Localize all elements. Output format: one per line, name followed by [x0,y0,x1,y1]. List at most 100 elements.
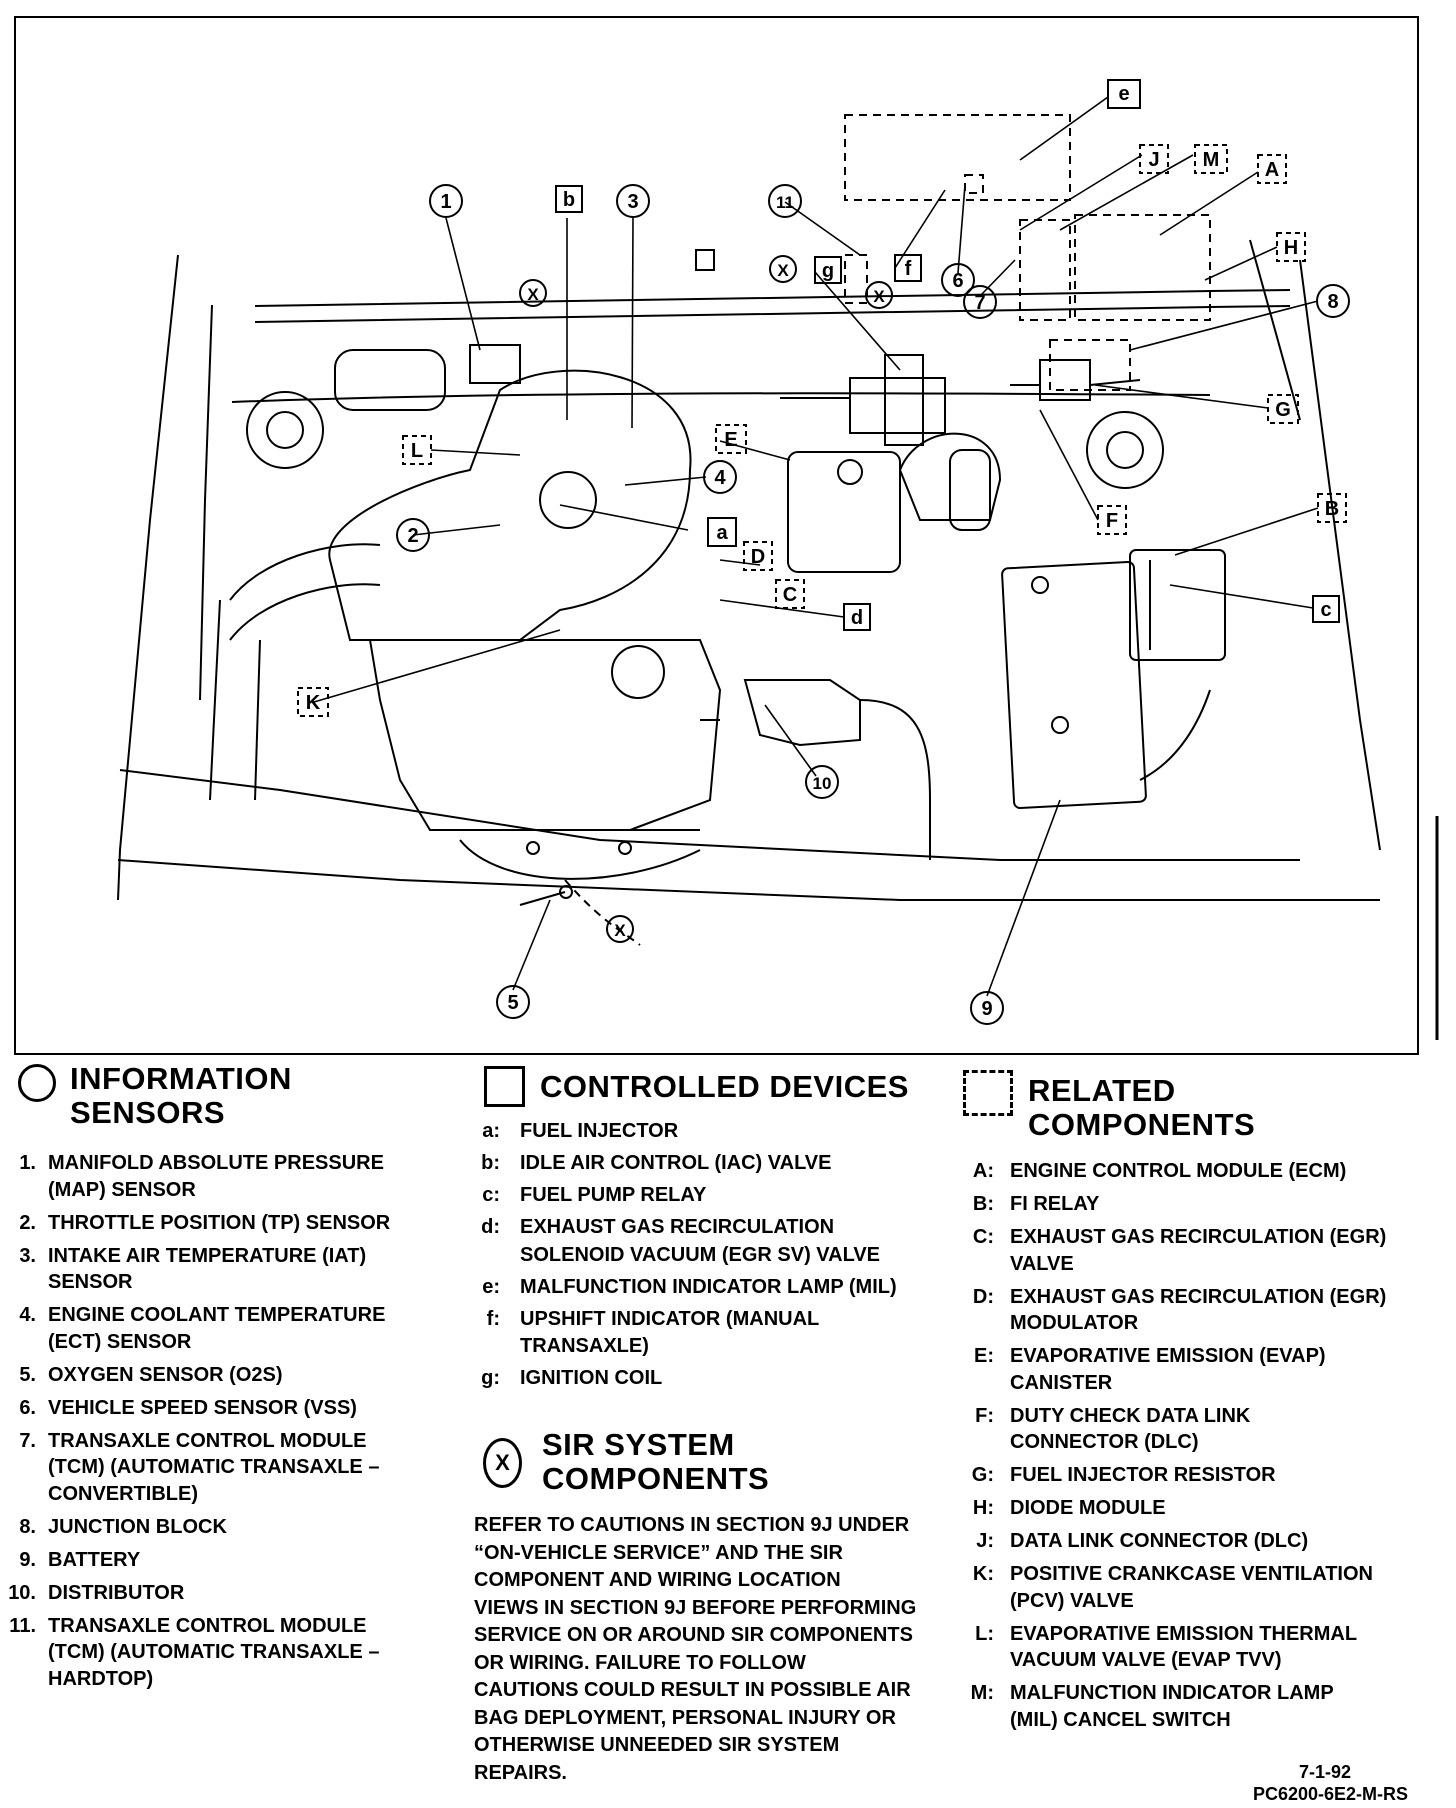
device-item-key: d: [481,1216,500,1238]
related-item-key: H: [972,1497,994,1519]
sensor-item-text: BATTERY [48,1548,141,1571]
related-item: E: EVAPORATIVE EMISSION (EVAP) CANISTER [964,1343,1404,1396]
sensor-item-key: 7. [19,1429,36,1452]
sensor-item-text: TRANSAXLE CONTROL MODULE (TCM) (AUTOMATI… [48,1429,380,1505]
callout-8: 8 [1327,291,1338,313]
related-item-key: B: [972,1193,994,1215]
sensor-item-key: 8. [19,1515,36,1538]
devices-title: CONTROLLED DEVICES [540,1069,909,1104]
callout-C: C [783,584,797,606]
callout-e: e [1118,83,1129,105]
related-item-key: F: [975,1404,994,1427]
related-item-key: D: [972,1285,994,1308]
callout-M: M [1203,149,1220,171]
related-item: F: DUTY CHECK DATA LINK CONNECTOR (DLC) [964,1403,1404,1456]
related-item-text: EXHAUST GAS RECIRCULATION (EGR) MODULATO… [1010,1285,1387,1335]
device-item-text: FUEL PUMP RELAY [520,1184,707,1206]
device-item-key: g: [481,1367,500,1389]
device-item-key: b: [481,1152,500,1174]
sensor-item: 9. BATTERY [8,1547,428,1574]
related-item-text: EVAPORATIVE EMISSION THERMAL VACUUM VALV… [1010,1622,1358,1672]
sir-symbol-letter: X [495,1450,510,1475]
device-item: a:FUEL INJECTOR [478,1118,948,1146]
callout-F: F [1106,510,1118,532]
footer-code: PC6200-6E2-M-RS [1252,1784,1408,1804]
sensor-item-key: 5. [19,1363,36,1386]
related-item-text: DUTY CHECK DATA LINK CONNECTOR (DLC) [1010,1404,1251,1454]
device-item-key: c: [482,1184,500,1206]
sensor-item-text: OXYGEN SENSOR (O2S) [48,1363,283,1386]
device-item: c: FUEL PUMP RELAY [478,1182,948,1210]
diagram-frame [14,16,1419,1055]
related-title: RELATED COMPONENTS [1028,1073,1256,1142]
device-item-text: MALFUNCTION INDICATOR LAMP (MIL) [520,1275,897,1298]
callout-g: g [822,260,834,282]
sir-marker-3: X [873,287,885,306]
sensor-item-key: 1. [19,1152,36,1174]
callout-H: H [1284,237,1298,259]
related-item-text: POSITIVE CRANKCASE VENTILATION (PCV) VAL… [1010,1563,1373,1612]
callout-f: f [905,258,912,280]
callout-d: d [851,607,863,629]
callout-9: 9 [981,998,992,1020]
callout-6: 6 [952,270,963,292]
related-item: J:DATA LINK CONNECTOR (DLC) [964,1528,1404,1555]
engine-compartment-diagram: 1 2 3 4 5 6 7 8 9 10 11 X X X X [14,16,1439,1055]
sensor-item-text: TRANSAXLE CONTROL MODULE (TCM) (AUTOMATI… [48,1614,380,1690]
sensor-item-key: 11. [9,1614,36,1637]
sensor-item: 8. JUNCTION BLOCK [8,1514,428,1541]
sensor-item-key: 2. [19,1211,36,1234]
sensor-item-text: DISTRIBUTOR [48,1581,185,1604]
sensor-item-text: MANIFOLD ABSOLUTE PRESSURE (MAP) SENSOR [48,1152,384,1201]
device-item-key: a: [482,1120,500,1142]
device-item-key: f: [486,1307,500,1330]
callout-a: a [716,522,728,544]
circle-symbol-icon [18,1064,56,1102]
related-item-text: FI RELAY [1010,1193,1100,1215]
square-symbol-icon [484,1066,525,1107]
device-item-text: EXHAUST GAS RECIRCULATION SOLENOID VACUU… [520,1216,881,1266]
sensor-item: 5. OXYGEN SENSOR (O2S) [8,1362,428,1389]
callout-7: 7 [974,292,985,314]
callout-b: b [563,189,575,211]
related-item-key: A: [972,1160,994,1182]
callout-B: B [1325,498,1339,520]
device-item-text: IGNITION COIL [520,1367,663,1389]
sensor-item: 2. THROTTLE POSITION (TP) SENSOR [8,1210,428,1237]
callout-K: K [306,692,321,714]
related-item-text: MALFUNCTION INDICATOR LAMP (MIL) CANCEL … [1010,1682,1334,1731]
sensor-item-text: JUNCTION BLOCK [48,1515,227,1538]
sensor-item-text: INTAKE AIR TEMPERATURE (IAT) SENSOR [48,1244,367,1294]
callout-5: 5 [507,992,518,1014]
callout-E: E [724,429,737,451]
related-item-key: K: [972,1563,994,1585]
callout-4: 4 [714,467,726,489]
related-item-text: EXHAUST GAS RECIRCULATION (EGR) VALVE [1010,1226,1387,1275]
device-item-text: UPSHIFT INDICATOR (MANUAL TRANSAXLE) [520,1307,820,1358]
related-item: K: POSITIVE CRANKCASE VENTILATION (PCV) V… [964,1561,1404,1614]
related-item-key: G: [971,1464,994,1486]
callout-G: G [1275,399,1291,421]
device-item-key: e: [482,1275,500,1298]
sensor-item-key: 9. [19,1548,36,1571]
callout-A: A [1265,159,1279,181]
related-item-key: L: [975,1622,994,1645]
sensor-item-key: 10. [8,1581,36,1604]
sir-title: SIR SYSTEM COMPONENTS [542,1427,770,1496]
evap-canister [787,451,901,573]
related-item-key: J: [976,1530,994,1552]
callout-11: 11 [776,193,794,212]
related-item-key: E: [974,1345,994,1367]
device-item: e: MALFUNCTION INDICATOR LAMP (MIL) [478,1274,948,1302]
sensor-item: 11. TRANSAXLE CONTROL MODULE (TCM) (AUTOM… [8,1613,428,1693]
related-item-text: EVAPORATIVE EMISSION (EVAP) CANISTER [1010,1345,1326,1394]
footer-date: 7-1-92 [1298,1762,1351,1782]
related-item: B: FI RELAY [964,1191,1404,1218]
sensor-item-text: THROTTLE POSITION (TP) SENSOR [48,1211,391,1234]
sensor-item-key: 4. [19,1304,36,1326]
related-item: G:FUEL INJECTOR RESISTOR [964,1462,1404,1489]
callout-D: D [751,546,765,568]
device-item: g: IGNITION COIL [478,1365,948,1393]
sensor-item: 1. MANIFOLD ABSOLUTE PRESSURE (MAP) SENSO… [8,1150,428,1203]
device-item-text: IDLE AIR CONTROL (IAC) VALVE [520,1152,832,1174]
